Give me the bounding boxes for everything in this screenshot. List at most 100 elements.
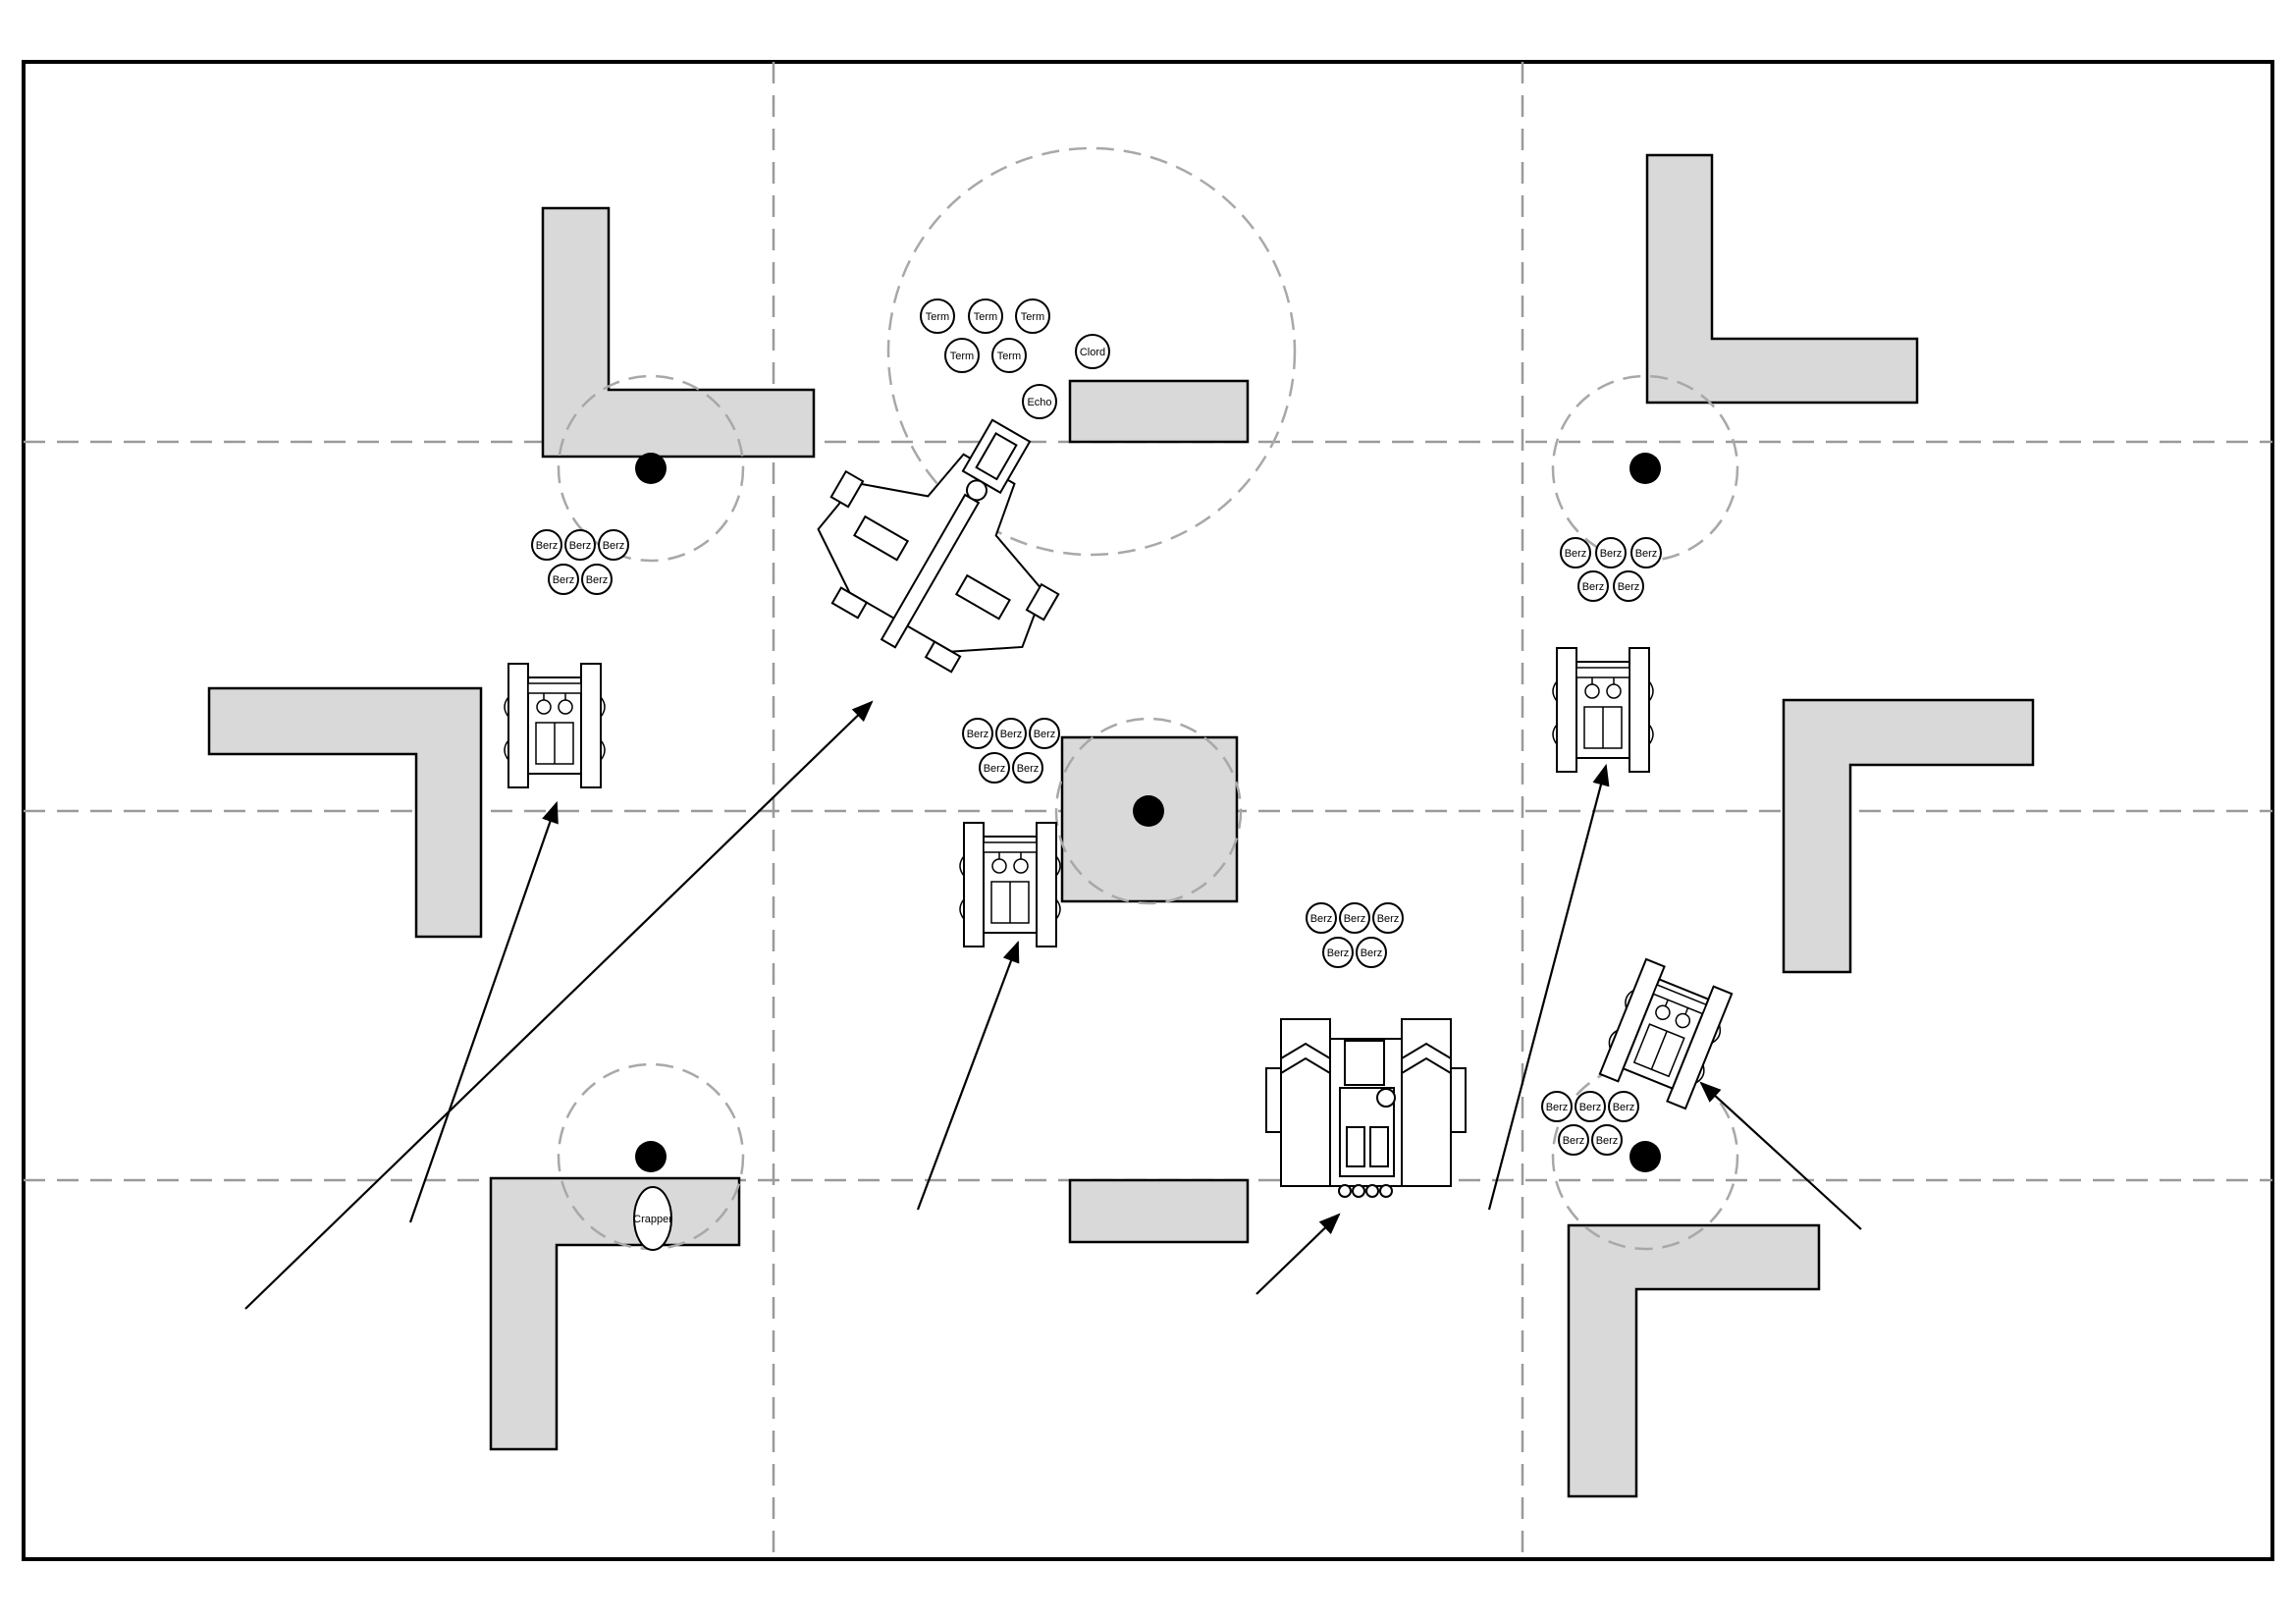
term-marker[interactable] — [944, 338, 980, 373]
ruin-bottom-center — [1068, 1178, 1250, 1244]
berz-label: Berz — [1546, 1102, 1569, 1113]
objective-marker-top-left — [635, 453, 667, 484]
berz-label: Berz — [586, 574, 609, 586]
unit-markers: Berz Berz Berz Berz Berz Berz Berz Berz … — [531, 298, 1662, 1251]
berz-marker[interactable] — [531, 529, 562, 561]
berz-label: Berz — [1596, 1135, 1619, 1147]
objectives — [635, 453, 1661, 1172]
objective-range-top-left — [557, 374, 745, 563]
objective-marker-center — [1133, 795, 1164, 827]
berz-marker[interactable] — [564, 529, 596, 561]
berz-marker[interactable] — [1339, 902, 1370, 934]
vehicles — [504, 369, 1736, 1198]
objective-marker-top-right — [1629, 453, 1661, 484]
berz-label: Berz — [1034, 729, 1056, 740]
ruin-bottom-left — [489, 1176, 741, 1451]
ruin-top-left — [541, 206, 816, 459]
berz-squad-center-bottom: Berz Berz Berz Berz Berz — [1306, 902, 1404, 968]
move-arrow-3 — [916, 940, 1020, 1211]
term-label: Term — [1021, 311, 1044, 323]
ruin-mid-left — [207, 686, 483, 939]
objective-marker-bottom-right — [1629, 1141, 1661, 1172]
berz-marker[interactable] — [1012, 752, 1043, 784]
berz-label: Berz — [1000, 729, 1023, 740]
berz-marker[interactable] — [1613, 570, 1644, 602]
berz-marker[interactable] — [1630, 537, 1662, 568]
berz-marker[interactable] — [1029, 718, 1060, 749]
berz-squad-bottom-right: Berz Berz Berz Berz Berz — [1541, 1091, 1639, 1156]
berz-label: Berz — [1344, 913, 1366, 925]
berz-marker[interactable] — [1575, 1091, 1606, 1122]
berz-marker[interactable] — [1591, 1124, 1623, 1156]
berz-label: Berz — [1310, 913, 1333, 925]
term-label: Term — [997, 351, 1021, 362]
term-marker[interactable] — [991, 338, 1027, 373]
term-marker[interactable] — [1015, 298, 1050, 334]
berz-label: Berz — [1582, 581, 1605, 593]
berz-label: Berz — [1635, 548, 1658, 560]
berz-label: Berz — [1579, 1102, 1602, 1113]
ruin-bottom-right — [1567, 1223, 1821, 1498]
berz-label: Berz — [1361, 947, 1383, 959]
berz-label: Berz — [569, 540, 592, 552]
berz-squad-top-right: Berz Berz Berz Berz Berz — [1560, 537, 1662, 602]
objective-range-center — [1054, 717, 1243, 905]
rhino-vehicle[interactable] — [1552, 647, 1654, 773]
berz-marker[interactable] — [1356, 937, 1387, 968]
echo-marker[interactable] — [1022, 384, 1057, 419]
berz-label: Berz — [1618, 581, 1640, 593]
rhino-vehicle[interactable] — [959, 822, 1061, 947]
objective-marker-bottom-left — [635, 1141, 667, 1172]
berz-label: Berz — [984, 763, 1006, 775]
berz-marker[interactable] — [1608, 1091, 1639, 1122]
berz-label: Berz — [1017, 763, 1040, 775]
berz-label: Berz — [1377, 913, 1400, 925]
berz-marker[interactable] — [1560, 537, 1591, 568]
clord-marker[interactable] — [1075, 334, 1110, 369]
berz-marker[interactable] — [1558, 1124, 1589, 1156]
berz-marker[interactable] — [598, 529, 629, 561]
land-raider-vehicle[interactable] — [1265, 1018, 1467, 1198]
berz-label: Berz — [553, 574, 575, 586]
berz-marker[interactable] — [1577, 570, 1609, 602]
berz-label: Berz — [967, 729, 989, 740]
berz-marker[interactable] — [979, 752, 1010, 784]
berz-marker[interactable] — [1306, 902, 1337, 934]
echo-label: Echo — [1027, 397, 1051, 408]
berz-marker[interactable] — [962, 718, 993, 749]
ruin-mid-right — [1782, 698, 2035, 974]
ruin-top-right — [1645, 153, 1919, 405]
deployment-grid — [24, 62, 2272, 1559]
berz-marker[interactable] — [1322, 937, 1354, 968]
aura-range-command — [886, 146, 1297, 557]
berz-label: Berz — [536, 540, 559, 552]
terrain — [207, 153, 2035, 1498]
berz-marker[interactable] — [1541, 1091, 1573, 1122]
term-label: Term — [974, 311, 997, 323]
objective-range-bottom-right — [1551, 1062, 1739, 1251]
crapper-marker[interactable] — [633, 1186, 672, 1251]
berz-label: Berz — [1613, 1102, 1635, 1113]
term-marker[interactable] — [968, 298, 1003, 334]
berz-label: Berz — [1600, 548, 1623, 560]
berz-marker[interactable] — [1372, 902, 1404, 934]
crapper-label: Crapper — [633, 1214, 672, 1225]
berz-marker[interactable] — [1595, 537, 1627, 568]
move-arrow-4 — [1255, 1213, 1341, 1295]
ruin-top-center — [1068, 379, 1250, 444]
move-arrow-1 — [408, 800, 559, 1223]
berz-label: Berz — [603, 540, 625, 552]
berz-label: Berz — [1327, 947, 1350, 959]
berz-marker[interactable] — [581, 564, 613, 595]
move-arrow-6 — [1699, 1081, 1862, 1230]
term-label: Term — [950, 351, 974, 362]
berz-marker[interactable] — [548, 564, 579, 595]
move-arrow-5 — [1487, 763, 1610, 1211]
stormraven-vehicle[interactable] — [782, 369, 1118, 705]
move-arrow-2 — [244, 700, 874, 1310]
berz-marker[interactable] — [995, 718, 1027, 749]
rhino-vehicle[interactable] — [504, 663, 606, 788]
term-marker[interactable] — [920, 298, 955, 334]
clord-label: Clord — [1080, 347, 1105, 358]
